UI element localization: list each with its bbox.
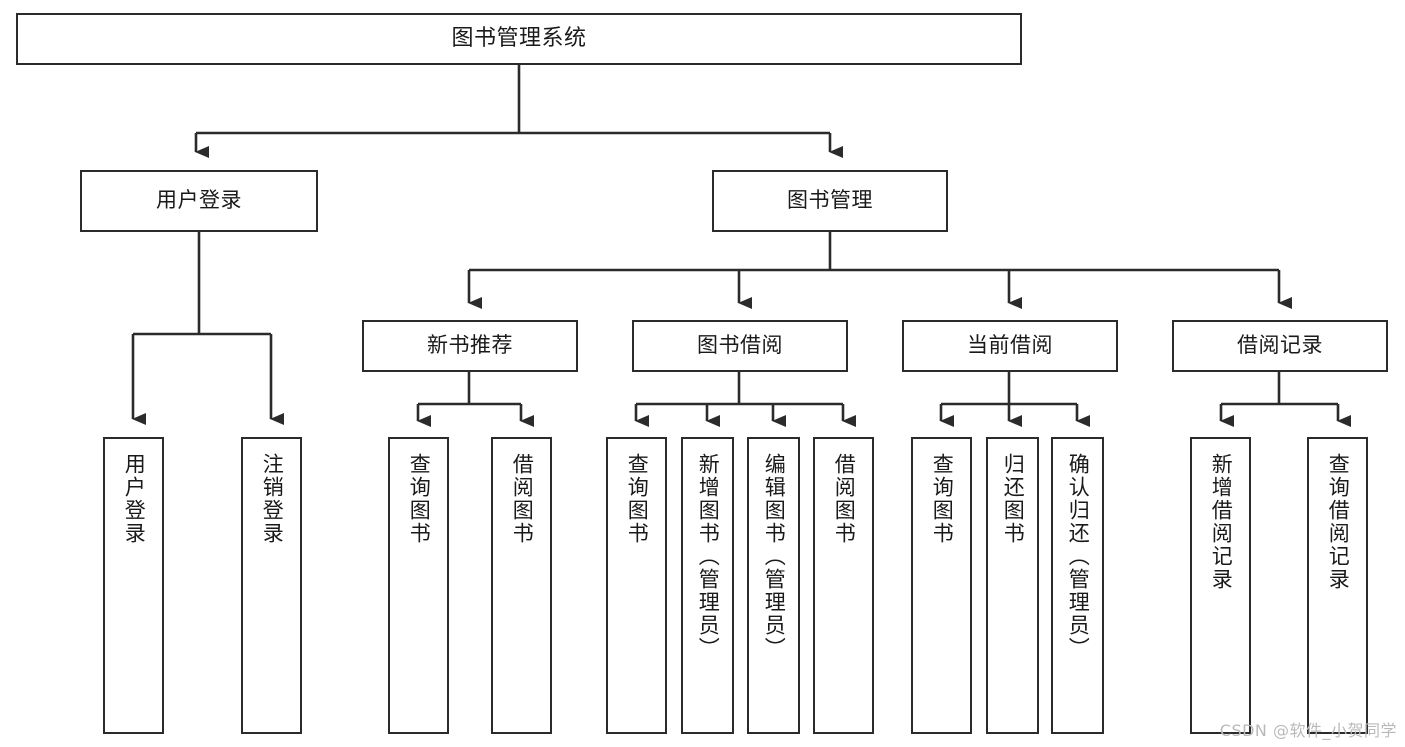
csdn-watermark: CSDN @软件_小贺同学 [1219,721,1397,740]
leaf-edit-book-admin[interactable]: 编辑图书（管理员） [747,437,800,734]
leaf-borrow-book[interactable]: 借阅图书 [813,437,874,734]
leaf-return-book[interactable]: 归还图书 [986,437,1039,734]
node-label: 新增图书（管理员） [696,453,721,660]
node-label: 借阅图书 [832,453,857,545]
node-label: 图书管理系统 [451,25,587,51]
node-label: 编辑图书（管理员） [762,453,787,660]
node-user-login[interactable]: 用户登录 [80,170,318,232]
node-label: 查询图书 [407,453,432,545]
leaf-query-book-current[interactable]: 查询图书 [911,437,972,734]
node-label: 借阅图书 [510,453,535,545]
leaf-logout[interactable]: 注销登录 [241,437,302,734]
leaf-add-borrow-record[interactable]: 新增借阅记录 [1190,437,1251,734]
node-label: 当前借阅 [967,333,1053,358]
node-label: 新书推荐 [427,333,513,358]
leaf-borrow-book-recommend[interactable]: 借阅图书 [491,437,552,734]
node-label: 用户登录 [156,188,242,213]
node-label: 归还图书 [1001,453,1026,545]
leaf-query-book-recommend[interactable]: 查询图书 [388,437,449,734]
node-label: 查询图书 [625,453,650,545]
node-label: 新增借阅记录 [1209,453,1234,591]
node-label: 借阅记录 [1237,333,1323,358]
node-borrow-record[interactable]: 借阅记录 [1172,320,1388,372]
node-current-borrow[interactable]: 当前借阅 [902,320,1118,372]
node-label: 注销登录 [260,453,285,545]
leaf-confirm-return-admin[interactable]: 确认归还（管理员） [1051,437,1104,734]
node-label: 图书管理 [787,188,873,213]
node-label: 确认归还（管理员） [1066,453,1091,660]
node-new-book-recommend[interactable]: 新书推荐 [362,320,578,372]
leaf-add-book-admin[interactable]: 新增图书（管理员） [681,437,734,734]
node-root-system[interactable]: 图书管理系统 [16,13,1022,65]
node-book-management[interactable]: 图书管理 [712,170,948,232]
node-book-borrow[interactable]: 图书借阅 [632,320,848,372]
leaf-user-login[interactable]: 用户登录 [103,437,164,734]
leaf-query-borrow-record[interactable]: 查询借阅记录 [1307,437,1368,734]
node-label: 用户登录 [122,453,147,545]
node-label: 图书借阅 [697,333,783,358]
node-label: 查询借阅记录 [1326,453,1351,591]
leaf-query-book-borrow[interactable]: 查询图书 [606,437,667,734]
node-label: 查询图书 [930,453,955,545]
